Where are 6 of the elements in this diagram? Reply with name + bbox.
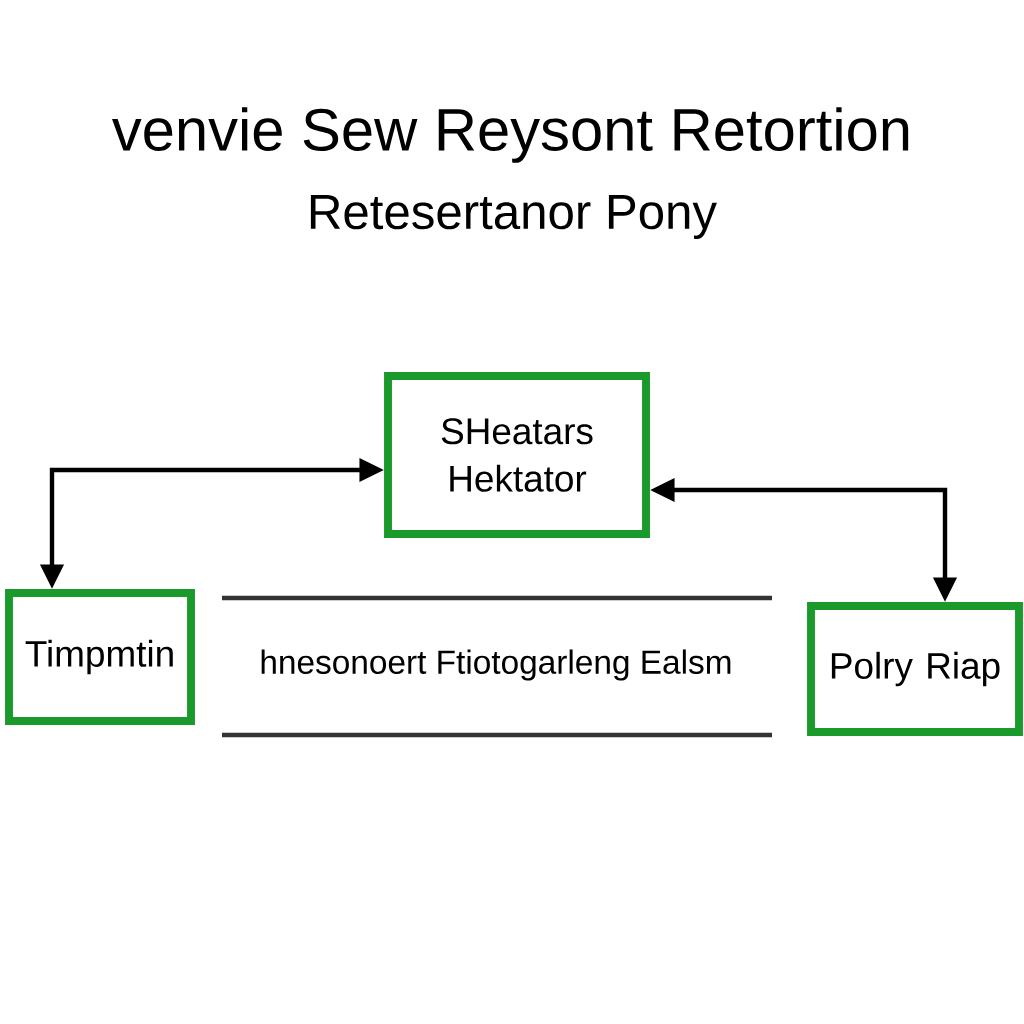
- process-box: Timpmtin: [5, 589, 195, 725]
- title: venvie Sew Reysont Retortion: [112, 107, 909, 163]
- process-box: Polry Riap: [807, 602, 1023, 736]
- process-box: SHeatars Hektator: [384, 372, 650, 538]
- subtitle: Retesertanor Pony: [310, 195, 717, 240]
- body-text: hnesonoert Ftiotogarleng Ealsm: [261, 649, 731, 681]
